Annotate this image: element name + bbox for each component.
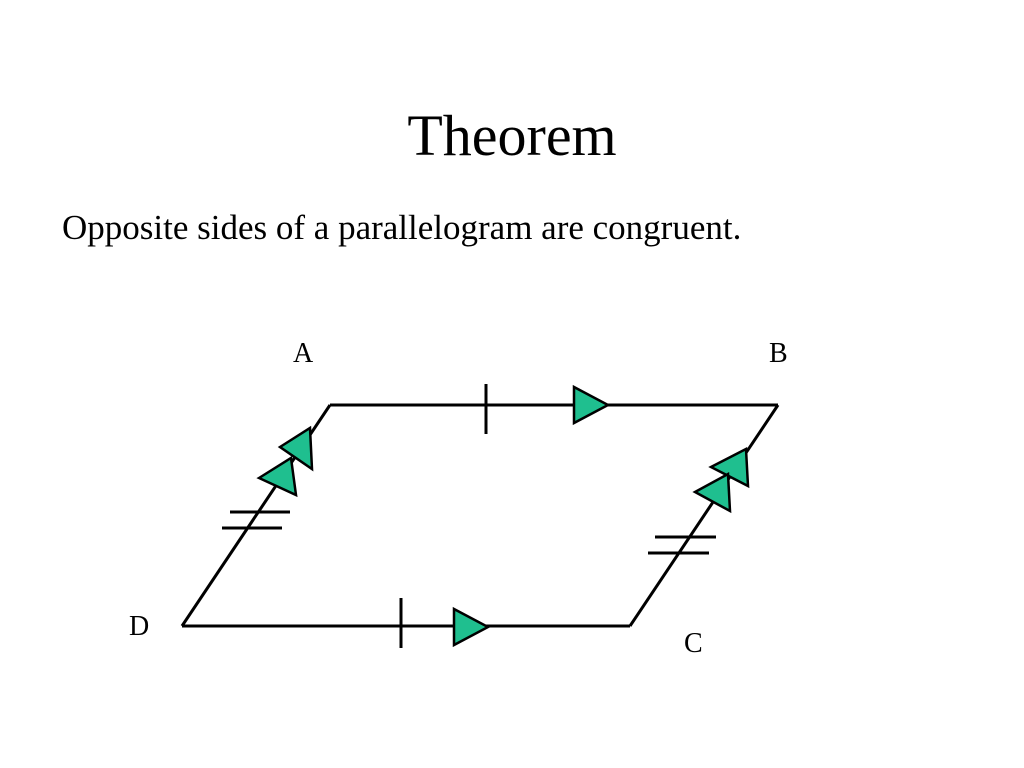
vertex-label-d: D [129, 611, 149, 642]
parallel-arrow-bc-1 [708, 447, 750, 489]
slide-title: Theorem [407, 103, 617, 168]
parallel-arrow-bc-2 [692, 471, 732, 514]
parallel-arrow-ad-1 [277, 425, 314, 472]
vertex-label-c: C [684, 628, 703, 659]
vertex-label-a: A [293, 338, 314, 369]
parallel-arrow-ad-2 [256, 455, 298, 498]
parallel-arrow-dc [452, 606, 491, 648]
parallel-arrow-ab [572, 384, 611, 426]
theorem-statement: Opposite sides of a parallelogram are co… [62, 208, 742, 247]
edge-bc [628, 404, 780, 627]
vertex-label-b: B [769, 338, 788, 369]
